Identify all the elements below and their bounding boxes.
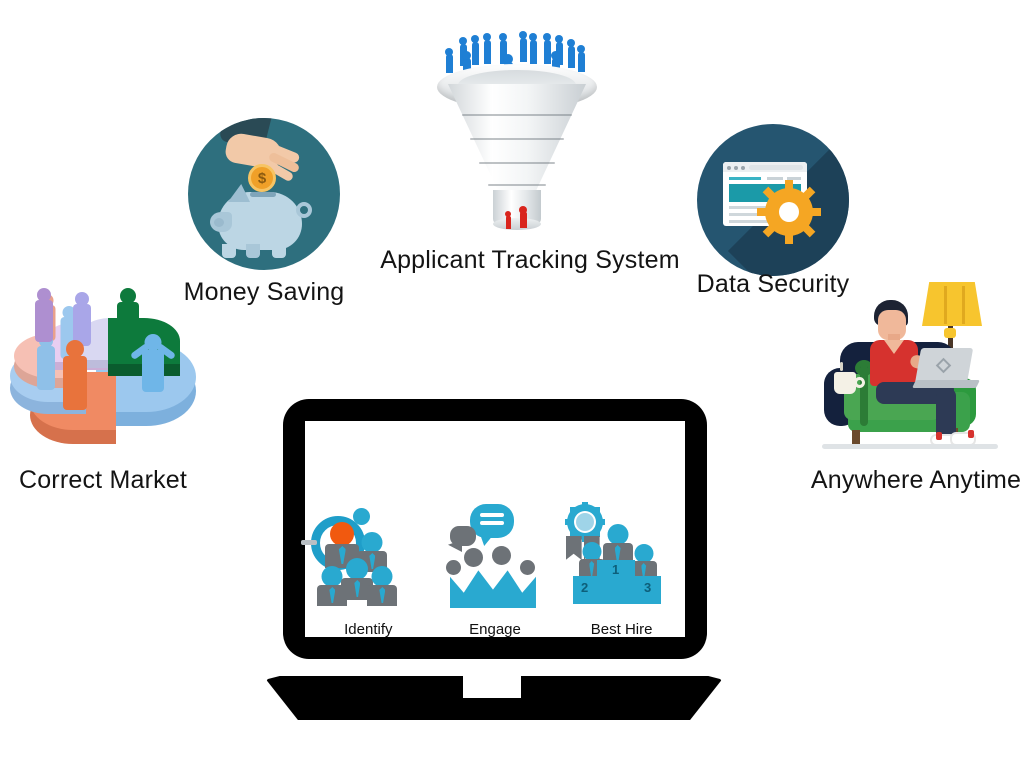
laptop-base-notch: [463, 676, 521, 698]
pie-figure: [116, 288, 140, 348]
funnel-output-person: [506, 216, 511, 229]
lamp-shade: [922, 282, 982, 326]
process-step-label-identify: Identify: [344, 621, 393, 638]
gear-icon: [757, 180, 821, 244]
podium-rank-3: 3: [644, 580, 652, 595]
podium-award-icon: 1 2 3: [563, 502, 681, 620]
laptop-screen: Identify: [301, 421, 685, 638]
coin-icon: $: [248, 164, 276, 192]
piggy-bank-icon: $: [188, 118, 340, 270]
process-step-label-engage: Engage: [469, 621, 521, 638]
person-laptop-armchair-icon: [818, 282, 1018, 452]
process-step-best-hire[interactable]: 1 2 3 Best Hire: [563, 502, 681, 637]
pie-figure: [62, 340, 88, 410]
benefit-label-money-saving: Money Saving: [183, 278, 345, 306]
crown-chat-icon: [436, 502, 554, 620]
benefit-label-correct-market: Correct Market: [18, 466, 188, 494]
coffee-mug: [834, 372, 856, 394]
podium-rank-1: 1: [612, 562, 620, 577]
pie-figure: [72, 292, 92, 346]
podium-rank-2: 2: [581, 580, 589, 595]
podium-first: [596, 560, 635, 604]
benefit-label-anywhere-anytime: Anywhere Anytime: [810, 466, 1022, 494]
process-step-identify[interactable]: Identify: [301, 502, 427, 638]
process-steps: Identify: [301, 475, 685, 638]
process-step-label-best-hire: Best Hire: [590, 621, 653, 638]
benefit-label-data-security: Data Security: [696, 270, 850, 298]
podium-third: [634, 576, 661, 604]
process-step-engage[interactable]: Engage: [436, 502, 554, 637]
target-people-icon: [301, 502, 427, 620]
center-feature-label: Applicant Tracking System: [380, 246, 680, 274]
funnel-neck-lip: [493, 218, 541, 230]
pie-figure: [34, 288, 54, 342]
funnel-icon: [432, 18, 602, 233]
funnel-output-person: [520, 212, 527, 228]
podium-second: [572, 576, 597, 604]
laptop-lid: Identify: [283, 399, 707, 659]
award-rosette-icon: [564, 502, 605, 542]
pie-figure: [129, 326, 177, 392]
funnel-cone: [448, 84, 586, 196]
pie-figure: [36, 334, 56, 392]
speech-bubble-secondary: [449, 526, 476, 546]
pie-chart-people-icon: [0, 288, 200, 448]
browser-gear-icon: [697, 124, 849, 276]
